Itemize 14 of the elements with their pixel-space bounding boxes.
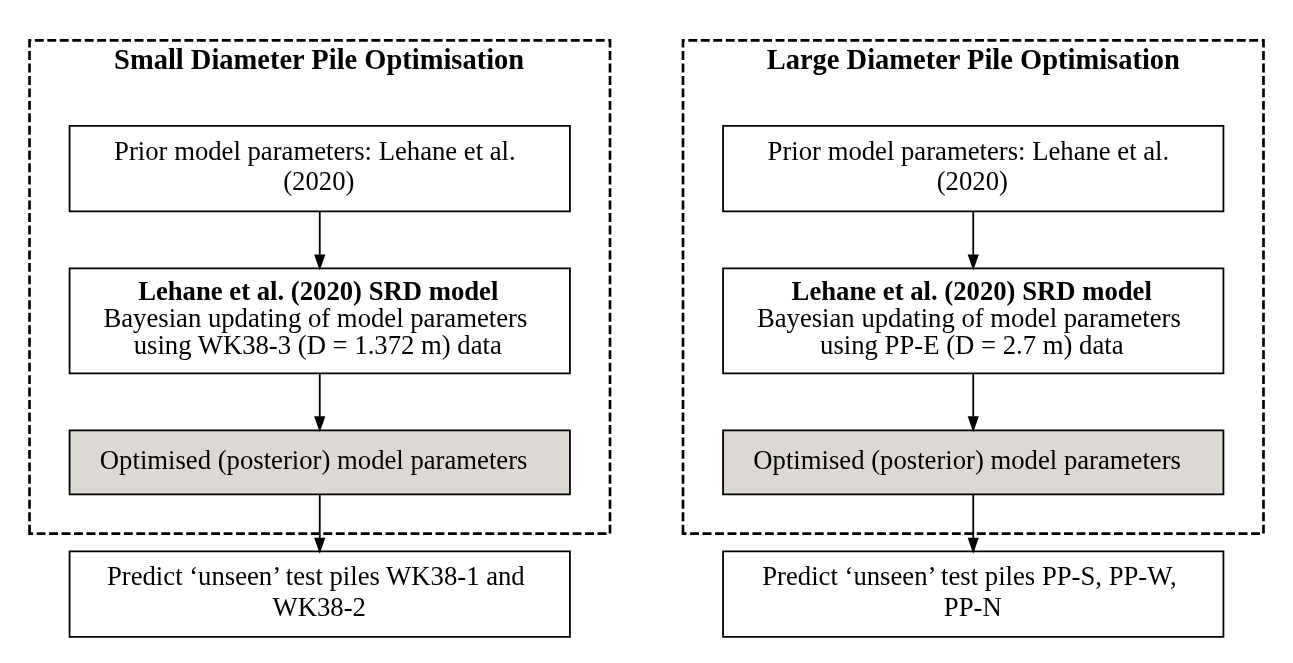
arrow [314,493,326,554]
node-box: Optimised (posterior) model parameters [68,429,571,496]
node-box: Lehane et al. (2020) SRD model Bayesian updating of model parameters using WK38-3 (D = 1.372 m) data [68,267,571,375]
node-box: Prior model parameters: Lehane et al. (2020) [68,124,571,213]
arrow [967,373,979,433]
arrow [967,493,979,554]
node-box: Lehane et al. (2020) SRD model Bayesian updating of model parameters using PP-E (D = 2.7 m) data [722,267,1225,375]
node-box: Predict ‘unseen’ test piles PP-S, PP-W, PP-N [722,550,1225,638]
arrow [967,210,979,271]
node-box: Prior model parameters: Lehane et al. (2020) [722,124,1225,213]
arrow [314,373,326,433]
node-box: Optimised (posterior) model parameters [722,429,1225,496]
arrow [314,210,326,271]
node-box: Predict ‘unseen’ test piles WK38-1 and WK38-2 [68,550,571,638]
